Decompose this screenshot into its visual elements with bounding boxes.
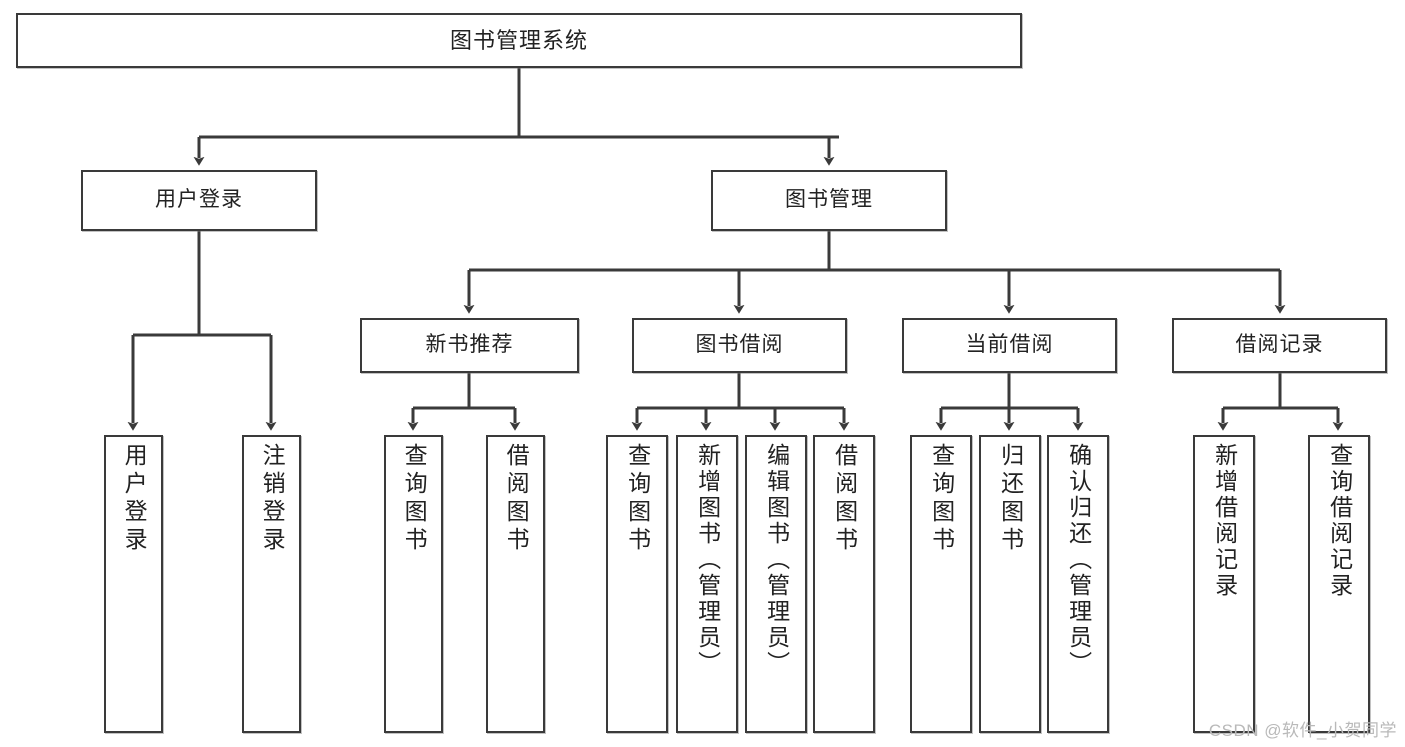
node-leaf-edit-book[interactable]: 编辑图书（管理员） — [745, 435, 807, 733]
node-label: 注销登录 — [259, 443, 286, 555]
node-leaf-add-book[interactable]: 新增图书（管理员） — [676, 435, 738, 733]
node-label: 归还图书 — [997, 443, 1024, 555]
node-new-book-recommendation[interactable]: 新书推荐 — [360, 318, 579, 373]
node-leaf-borrow-book-1[interactable]: 借阅图书 — [486, 435, 545, 733]
node-leaf-return-book[interactable]: 归还图书 — [979, 435, 1041, 733]
node-leaf-query-book-1[interactable]: 查询图书 — [384, 435, 443, 733]
node-leaf-confirm-return[interactable]: 确认归还（管理员） — [1047, 435, 1109, 733]
node-leaf-query-record[interactable]: 查询借阅记录 — [1308, 435, 1370, 733]
node-label: 新增借阅记录 — [1211, 443, 1238, 599]
node-label: 用户登录 — [155, 188, 243, 212]
node-label: 查询图书 — [624, 443, 651, 555]
node-label: 查询图书 — [401, 443, 428, 555]
node-leaf-query-book-3[interactable]: 查询图书 — [910, 435, 972, 733]
node-root-book-management-system[interactable]: 图书管理系统 — [16, 13, 1022, 68]
node-label: 图书管理 — [785, 188, 873, 212]
node-label: 查询图书 — [928, 443, 955, 555]
node-current-borrow[interactable]: 当前借阅 — [902, 318, 1117, 373]
node-user-login[interactable]: 用户登录 — [81, 170, 317, 231]
node-label: 编辑图书（管理员） — [763, 443, 790, 677]
node-leaf-user-login[interactable]: 用户登录 — [104, 435, 163, 733]
node-label: 用户登录 — [121, 443, 148, 555]
node-label: 借阅图书 — [831, 443, 858, 555]
node-book-management[interactable]: 图书管理 — [711, 170, 947, 231]
node-leaf-borrow-book-2[interactable]: 借阅图书 — [813, 435, 875, 733]
node-label: 新增图书（管理员） — [694, 443, 721, 677]
node-book-borrow[interactable]: 图书借阅 — [632, 318, 847, 373]
node-label: 新书推荐 — [425, 333, 514, 357]
node-leaf-add-record[interactable]: 新增借阅记录 — [1193, 435, 1255, 733]
node-label: 图书管理系统 — [449, 27, 588, 53]
node-label: 借阅记录 — [1235, 333, 1324, 357]
node-borrow-record[interactable]: 借阅记录 — [1172, 318, 1387, 373]
node-label: 借阅图书 — [503, 443, 530, 555]
node-label: 确认归还（管理员） — [1065, 443, 1092, 677]
node-label: 图书借阅 — [695, 333, 784, 357]
node-label: 查询借阅记录 — [1326, 443, 1353, 599]
node-leaf-logout[interactable]: 注销登录 — [242, 435, 301, 733]
csdn-watermark: CSDN @软件_小贺同学 — [1208, 721, 1397, 740]
node-label: 当前借阅 — [965, 333, 1054, 357]
node-leaf-query-book-2[interactable]: 查询图书 — [606, 435, 668, 733]
